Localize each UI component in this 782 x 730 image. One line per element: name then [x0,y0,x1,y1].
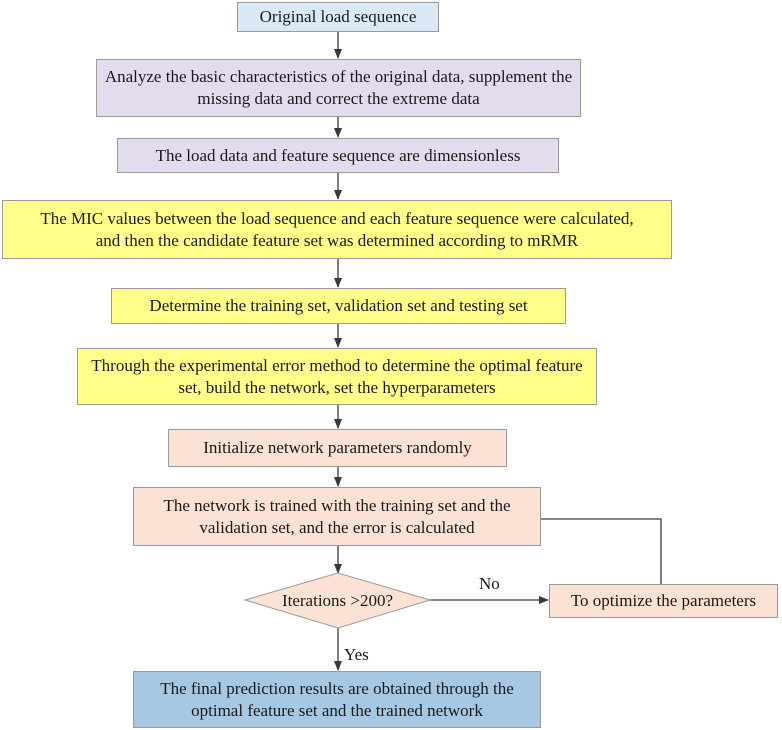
step-init-parameters: Initialize network parameters randomly [168,429,507,467]
step-mic-mrmr: The MIC values between the load sequence… [2,200,672,259]
arrow-loop [513,515,662,584]
step-optimize-parameters: To optimize the parameters [549,584,778,618]
label-yes: Yes [344,645,369,664]
step-analyze-data: Analyze the basic characteristics of the… [96,59,581,117]
step-feature-network: Through the experimental error method to… [77,348,597,405]
step-original-load-sequence: Original load sequence [237,2,439,32]
label-no: No [479,574,500,593]
step-dimensionless: The load data and feature sequence are d… [117,138,559,173]
decision-diamond [243,572,432,629]
decision-label: Iterations >200? [281,590,394,610]
step-train-network: The network is trained with the training… [133,487,541,546]
step-final-results: The final prediction results are obtaine… [133,671,541,728]
step-split-datasets: Determine the training set, validation s… [111,288,566,324]
